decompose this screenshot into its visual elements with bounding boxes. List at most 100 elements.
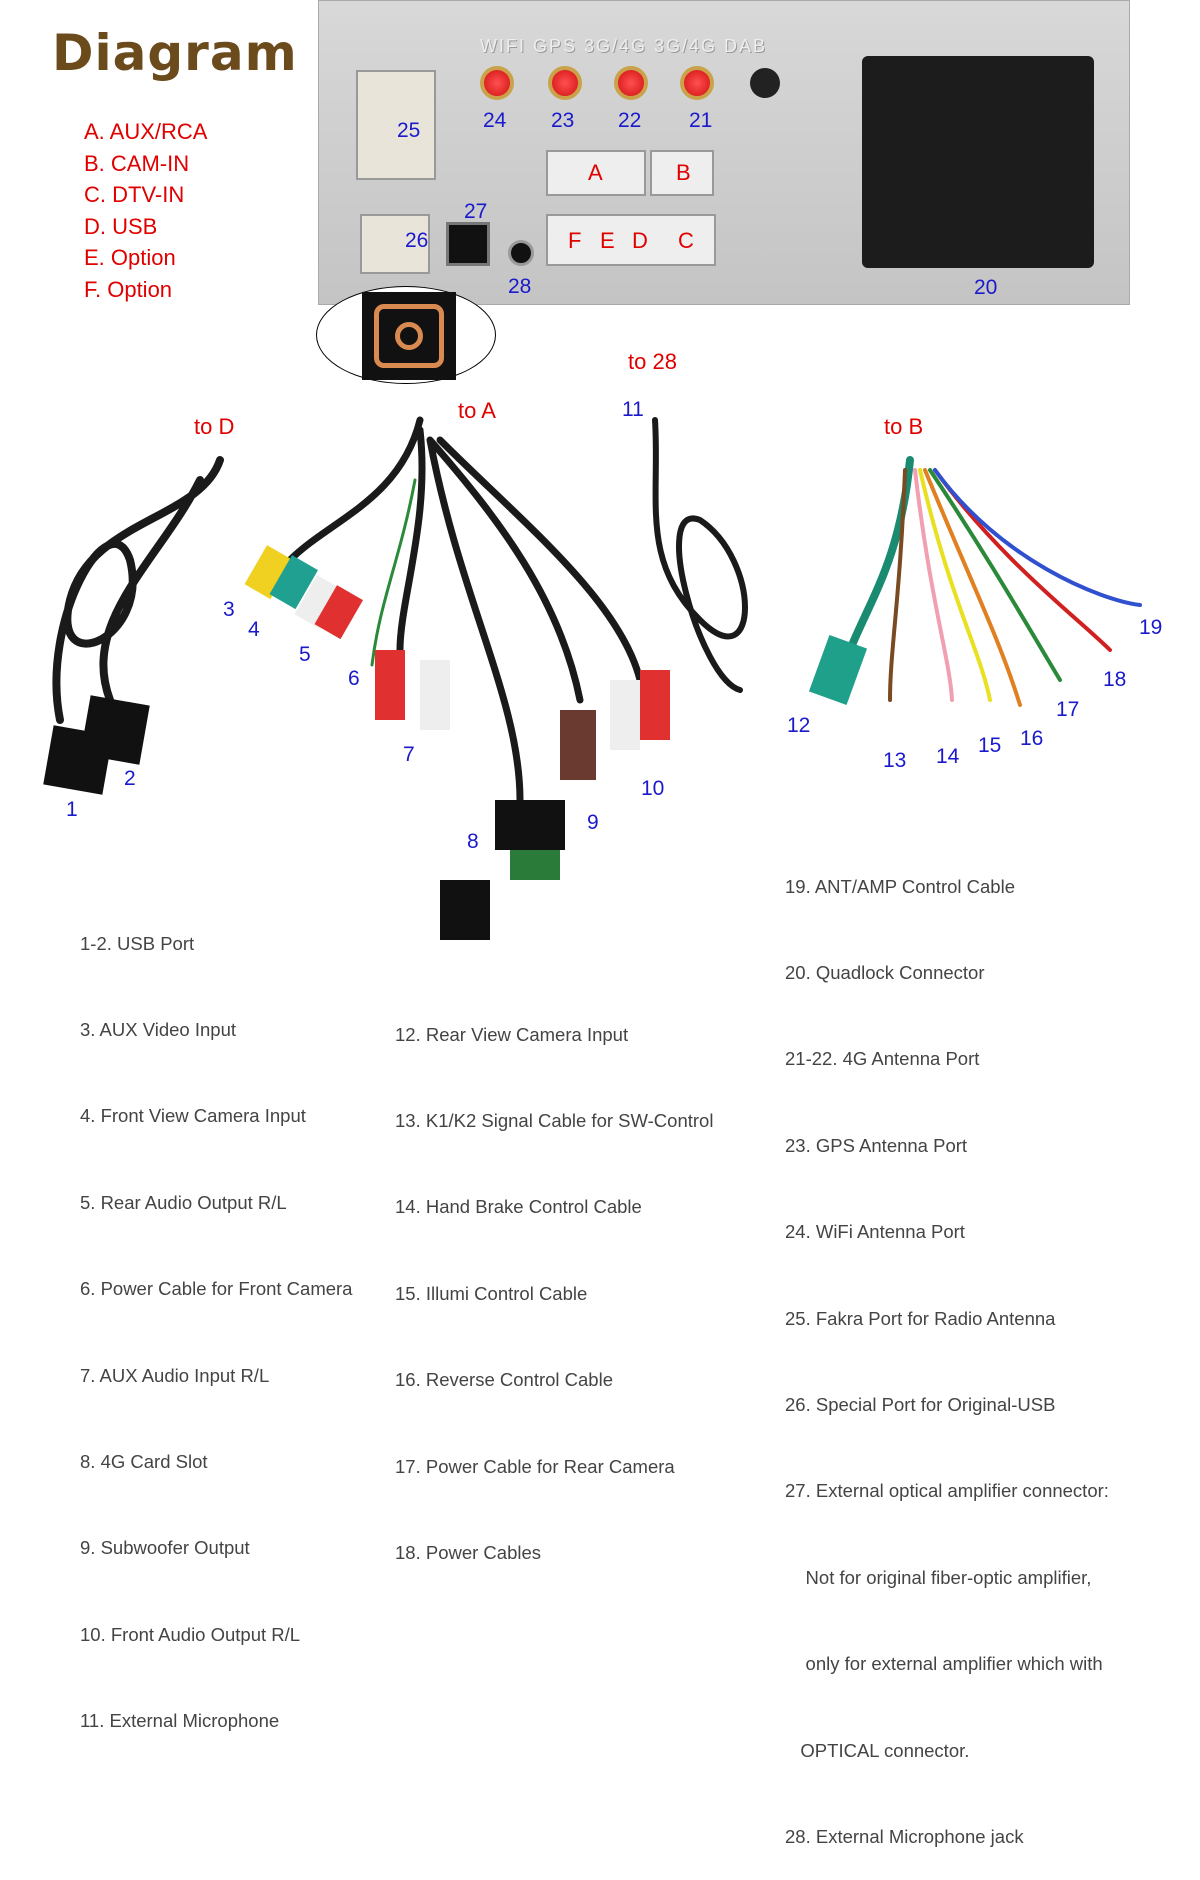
rca-plugs [43,545,868,940]
label-to-b: to B [884,414,924,439]
description-item: 27. External optical amplifier connector… [785,1480,1109,1502]
description-item: 28. External Microphone jack [785,1825,1024,1847]
callout-number: 23 [551,109,575,132]
description-item: 21-22. 4G Antenna Port [785,1048,980,1070]
description-list-1: 1-2. USB Port 3. AUX Video Input 4. Fron… [80,872,352,1765]
description-item: 5. Rear Audio Output R/L [80,1191,287,1213]
description-item: 1-2. USB Port [80,932,195,954]
dab-port [750,68,780,98]
callout-number: 12 [787,714,811,737]
legend-item: A. AUX/RCA [84,119,208,144]
usb-cable [52,456,224,724]
cables-illustration [43,416,1142,940]
callout-number: 5 [299,643,311,666]
4g-antenna-port [614,66,648,100]
description-item: 4. Front View Camera Input [80,1105,306,1127]
callout-number: 10 [641,777,665,800]
connector-letter-b: B [676,160,691,185]
aux-harness [286,416,644,804]
legend-item: D. USB [84,213,158,239]
description-item: Not for original fiber-optic amplifier, [785,1566,1092,1588]
callout-number: 22 [618,109,642,132]
callout-number: 19 [1139,616,1163,639]
callout-number: 28 [508,275,532,298]
description-item: 13. K1/K2 Signal Cable for SW-Control [395,1109,714,1131]
legend-item: F. Option [84,276,173,302]
4g-antenna-port [680,66,714,100]
callout-number: 16 [1020,727,1044,750]
callout-number: 13 [883,749,907,772]
port-legend: A. AUX/RCA B. CAM-IN C. DTV-IN D. USB E.… [84,116,207,305]
callout-number: 26 [405,229,429,252]
description-list-3: 19. ANT/AMP Control Cable 20. Quadlock C… [785,815,1109,1880]
callout-number: 8 [467,830,479,853]
optical-icon [374,304,444,368]
optical-port-closeup [362,292,456,380]
connector-letter-c: C [678,228,694,253]
description-item: 19. ANT/AMP Control Cable [785,875,1015,897]
callout-number: 25 [397,119,421,142]
callout-number: 7 [403,743,415,766]
legend-item: B. CAM-IN [84,150,190,176]
description-item: 7. AUX Audio Input R/L [80,1364,270,1386]
description-item: 24. WiFi Antenna Port [785,1221,965,1243]
description-item: 6. Power Cable for Front Camera [80,1278,353,1300]
callout-number: 20 [974,276,998,299]
description-item: 16. Reverse Control Cable [395,1369,613,1391]
callout-number: 27 [464,200,488,223]
description-item: OPTICAL connector. [785,1739,970,1761]
description-item: 15. Illumi Control Cable [395,1282,588,1304]
connector-b [650,150,714,196]
callout-number: 21 [689,109,713,132]
description-item: 9. Subwoofer Output [80,1537,250,1559]
callout-number: 24 [483,109,507,132]
callout-number: 17 [1056,698,1080,721]
description-item: 8. 4G Card Slot [80,1450,208,1472]
wifi-antenna-port [480,66,514,100]
description-item: 18. Power Cables [395,1541,542,1563]
description-item: 10. Front Audio Output R/L [80,1623,301,1645]
description-item: 11. External Microphone [80,1710,280,1732]
description-item: 12. Rear View Camera Input [395,1023,629,1045]
microphone-jack [508,240,534,266]
legend-item: E. Option [84,245,176,270]
label-to-28: to 28 [628,349,677,374]
legend-item: C. DTV-IN [84,182,185,207]
connector-letter-e: E [600,228,615,253]
description-list-2: 12. Rear View Camera Input 13. K1/K2 Sig… [395,963,713,1597]
description-item: 25. Fakra Port for Radio Antenna [785,1307,1056,1329]
microphone-cable [652,417,748,693]
description-item: 23. GPS Antenna Port [785,1134,968,1156]
connector-letter-f: F [568,228,582,253]
fakra-port [356,70,436,180]
description-item: 14. Hand Brake Control Cable [395,1196,642,1218]
optical-port [446,222,490,266]
page-title: Diagram [52,24,298,82]
connector-fedc [546,214,716,266]
description-item: 3. AUX Video Input [80,1018,236,1040]
description-item: 26. Special Port for Original-USB [785,1393,1056,1415]
label-to-a: to A [458,398,496,423]
connector-letter-d: D [632,228,648,253]
gps-antenna-port [548,66,582,100]
callout-number: 4 [248,618,260,641]
original-usb-port [360,214,430,274]
callout-number: 6 [348,667,360,690]
quadlock-connector [862,56,1094,268]
callout-number: 11 [622,398,644,421]
connector-letter-a: A [588,160,603,185]
callout-number: 14 [936,745,960,768]
callout-number: 9 [587,811,599,834]
callout-number: 3 [223,598,235,621]
power-cam-wire [370,478,417,667]
callout-number: 15 [978,734,1002,757]
connector-a [546,150,646,196]
callout-number: 18 [1103,668,1127,691]
description-item: 20. Quadlock Connector [785,961,985,983]
description-item: 17. Power Cable for Rear Camera [395,1455,675,1477]
antenna-embossed-labels: WIFI GPS 3G/4G 3G/4G DAB [480,36,768,56]
description-item: only for external amplifier which with [785,1653,1103,1675]
label-to-d: to D [194,414,235,439]
callout-number: 2 [124,767,136,790]
callout-number: 1 [66,798,78,821]
